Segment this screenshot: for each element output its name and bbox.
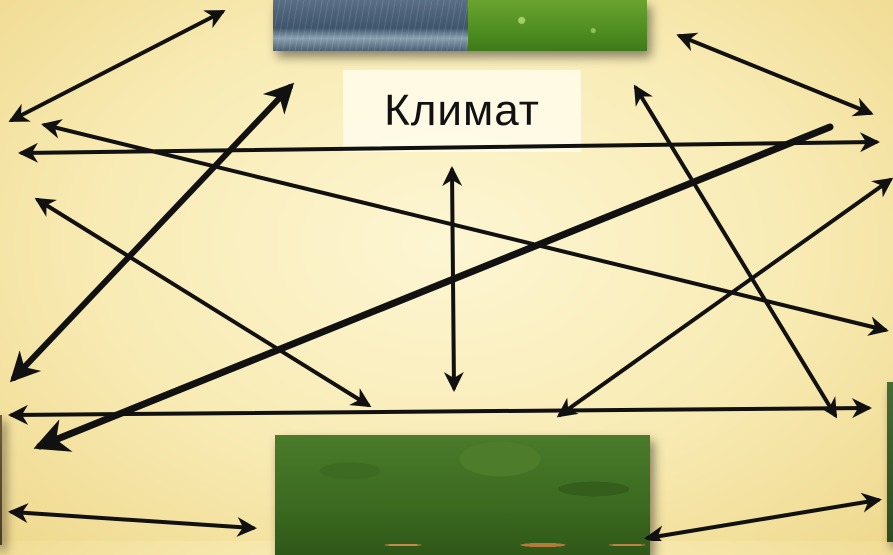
rain-photo — [273, 0, 468, 51]
arrow-lower-horizontal — [8, 398, 872, 425]
arrow-lower-left-diagonal — [34, 197, 372, 408]
arrow-top-left — [8, 10, 226, 122]
connection-arrows — [8, 10, 893, 541]
arrow-diagonal-left-thick — [9, 82, 295, 383]
right-edge-photo — [887, 382, 893, 542]
arrow-bottom-right — [644, 492, 882, 541]
grass-photo — [468, 0, 647, 51]
arrow-bottom-left — [8, 503, 257, 537]
left-edge-photo — [0, 415, 2, 545]
arrow-vertical-center — [442, 166, 464, 392]
weather-photo-strip — [273, 0, 647, 51]
arrow-lower-right-diagonal — [556, 177, 893, 418]
arrow-top-right — [676, 32, 874, 117]
